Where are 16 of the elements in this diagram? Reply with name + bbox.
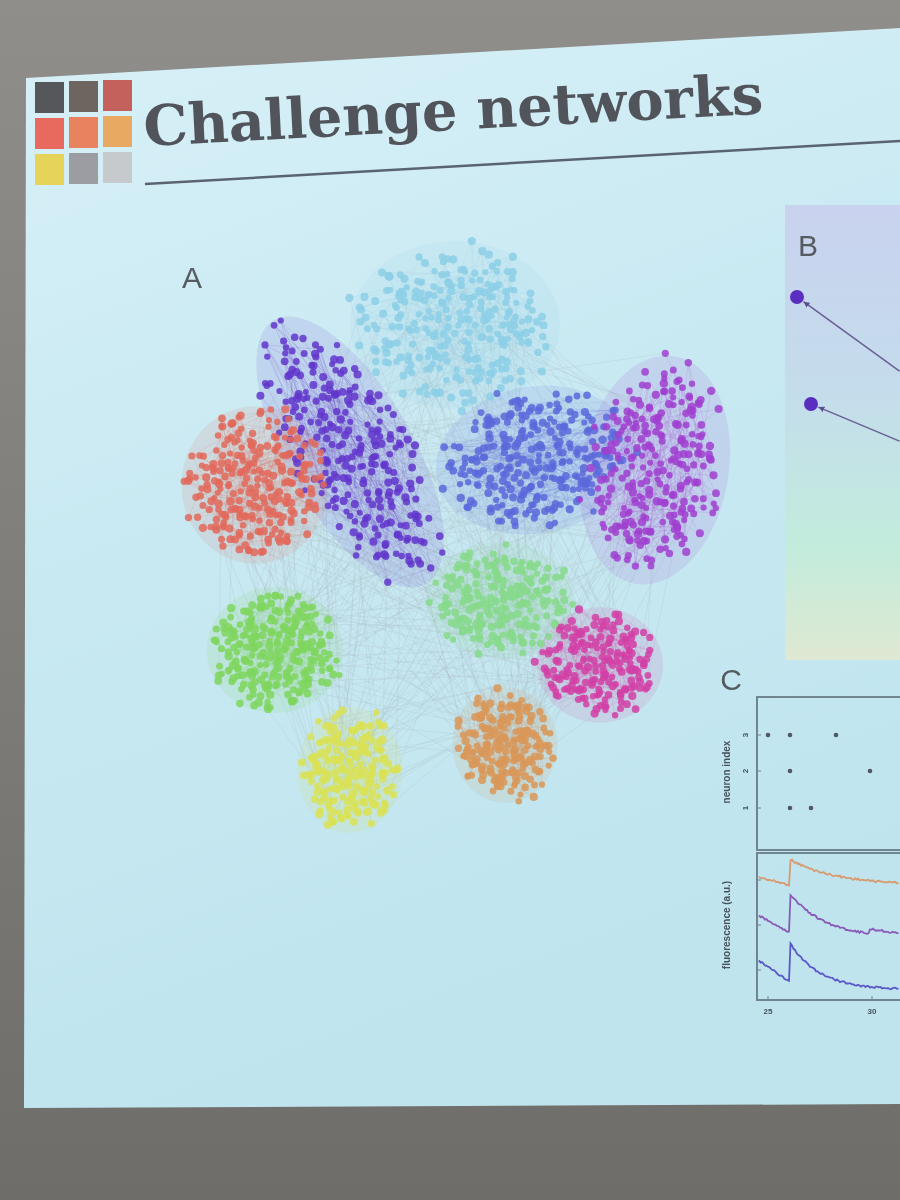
panel-label: C <box>720 665 742 695</box>
tick-label: 1 <box>742 805 750 811</box>
image-panel <box>785 205 900 660</box>
tick-label: 3 <box>742 732 750 738</box>
axis-title: fluorescence (a.u.) <box>722 880 732 970</box>
tick-label: 2 <box>742 768 750 774</box>
tick-label: 25 <box>763 1008 773 1016</box>
node-dot <box>790 290 804 304</box>
slide-title: Challenge networks <box>142 66 765 155</box>
axis-title: neuron index <box>722 740 732 804</box>
arrow <box>802 300 900 372</box>
panel-label: B <box>798 231 818 261</box>
tick-label: 30 <box>867 1008 877 1016</box>
node-dot <box>804 397 818 411</box>
arrow <box>817 406 900 442</box>
panel-label: A <box>182 263 202 293</box>
